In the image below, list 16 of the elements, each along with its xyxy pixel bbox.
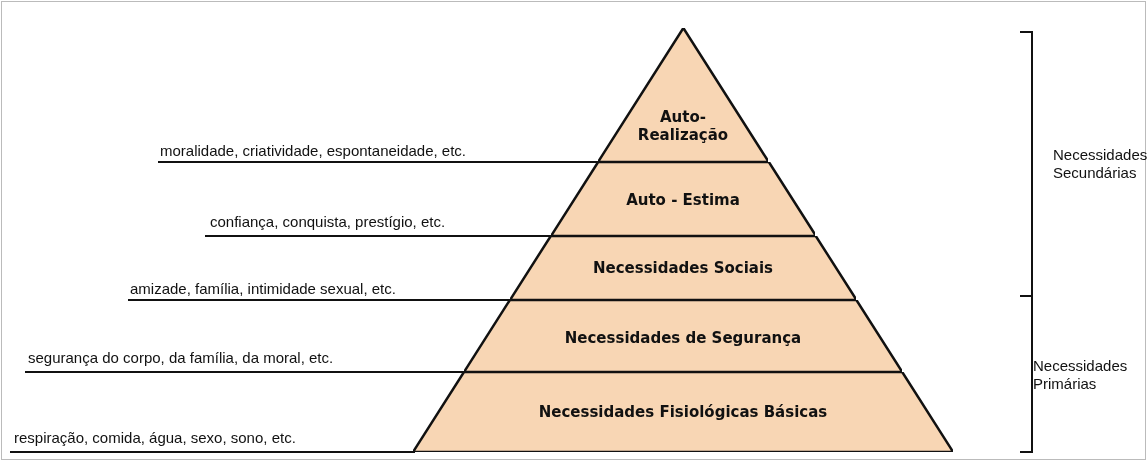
- level-title: Necessidades Fisiológicas Básicas: [537, 403, 829, 421]
- pyramid-level: [412, 372, 954, 452]
- bracket-label: Necessidades Primárias: [1033, 357, 1129, 393]
- level-title: Auto - Estima: [625, 191, 741, 209]
- level-title: Necessidades de Segurança: [563, 329, 803, 347]
- level-title: Auto-Realização: [636, 108, 730, 144]
- description-text: moralidade, criatividade, espontaneidade, etc.: [160, 142, 467, 160]
- description-text: confiança, conquista, prestígio, etc.: [210, 213, 446, 231]
- pyramid-level: [550, 162, 816, 236]
- description-text: respiração, comida, água, sexo, sono, etc.: [14, 429, 296, 447]
- pyramid-level: [463, 300, 903, 372]
- pyramid-level: [509, 236, 857, 300]
- description-text: segurança do corpo, da família, da moral, etc.: [28, 349, 334, 367]
- description-text: amizade, família, intimidade sexual, etc.: [130, 280, 396, 298]
- pyramid-level: [597, 28, 769, 162]
- level-title: Necessidades Sociais: [591, 259, 774, 277]
